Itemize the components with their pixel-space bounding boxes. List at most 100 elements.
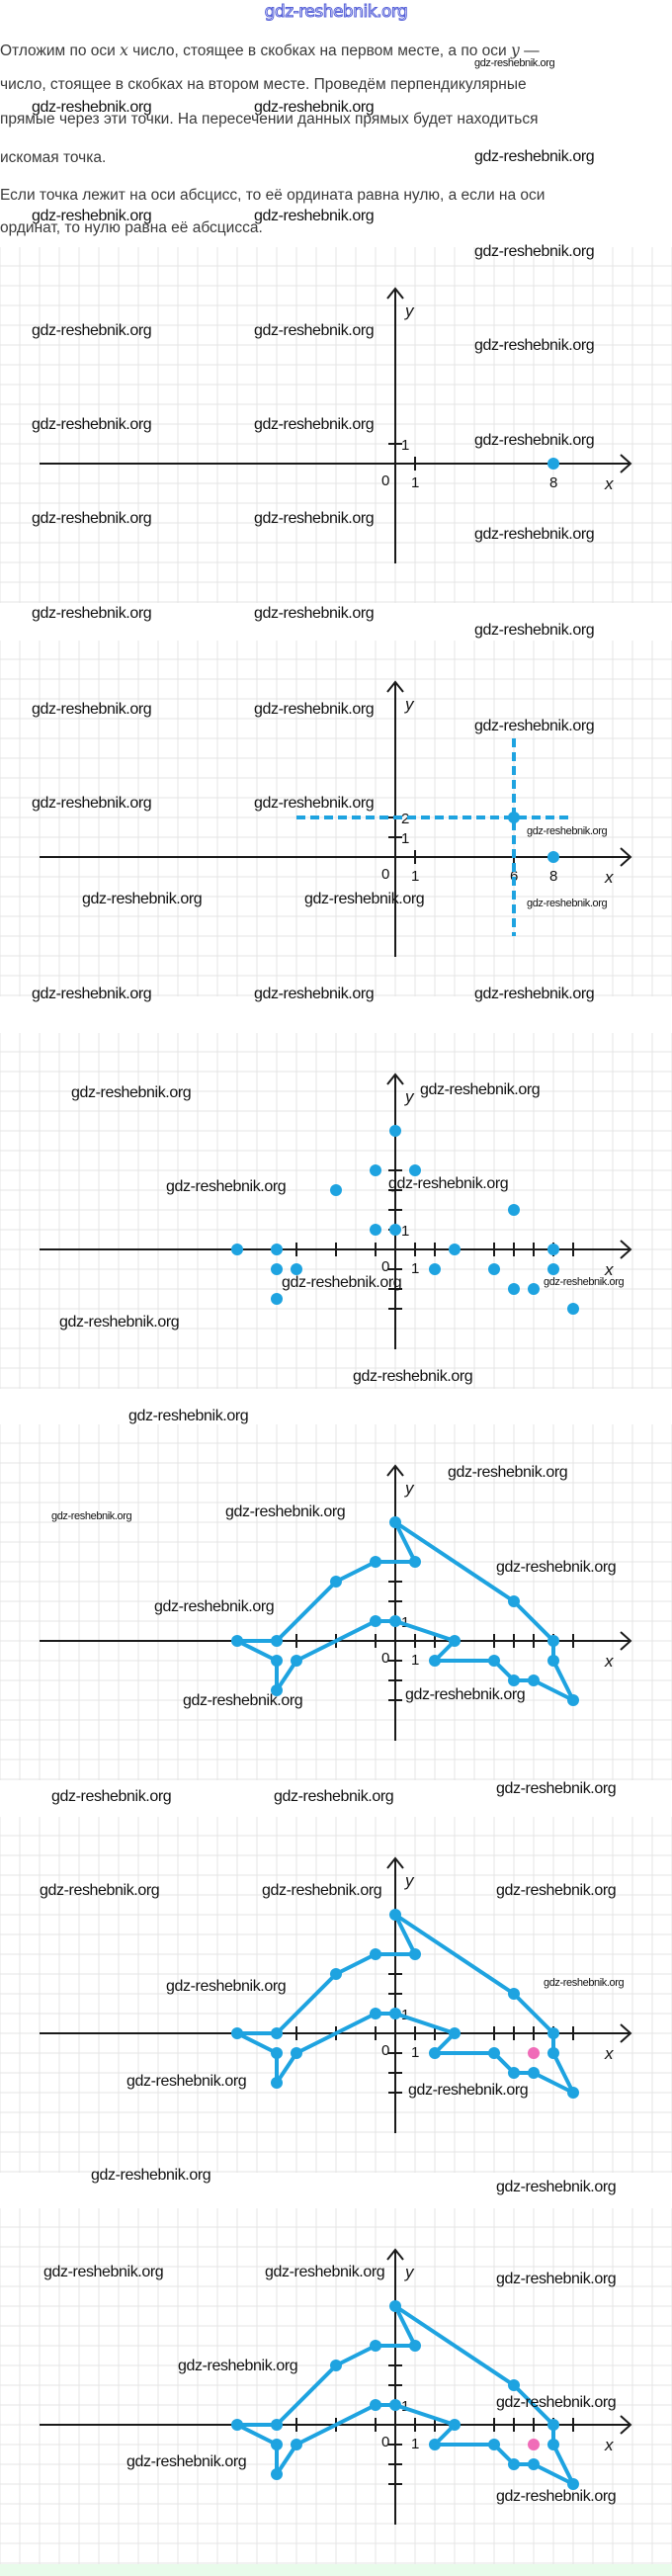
text: число, стоящее в скобках на первом месте… <box>127 43 512 59</box>
y-axis-label: y <box>404 2263 415 2281</box>
origin-label: 0 <box>381 2434 389 2450</box>
watermark: gdz-reshebnik.org <box>353 1368 473 1385</box>
data-point <box>389 2399 401 2411</box>
data-point <box>488 2439 500 2450</box>
data-point <box>370 2399 381 2411</box>
x-axis-label: x <box>604 868 614 887</box>
data-point <box>231 2419 243 2431</box>
data-point <box>528 1283 540 1295</box>
data-point <box>330 2360 342 2371</box>
watermark: gdz-reshebnik.org <box>178 2358 298 2374</box>
data-point <box>429 2439 441 2450</box>
data-point <box>231 2027 243 2039</box>
paragraph-line-6: ординат, то нулю равна её абсцисса. <box>0 219 263 236</box>
watermark: gdz-reshebnik.org <box>474 622 595 639</box>
y-axis-label: y <box>404 1479 415 1498</box>
data-point <box>547 2439 559 2450</box>
watermark: gdz-reshebnik.org <box>126 2453 247 2470</box>
data-point <box>370 2340 381 2352</box>
x-axis-arrow-icon <box>620 1240 632 1259</box>
axes <box>40 287 632 563</box>
data-point <box>291 2047 302 2059</box>
data-point <box>271 1655 283 1667</box>
watermark: gdz-reshebnik.org <box>32 795 152 812</box>
text: Отложим по оси <box>0 43 121 59</box>
y-axis-arrow-icon <box>386 1856 404 1869</box>
watermark: gdz-reshebnik.org <box>496 2179 617 2195</box>
watermark: gdz-reshebnik.org <box>527 825 608 837</box>
axes <box>40 1073 632 1349</box>
data-point <box>330 1576 342 1588</box>
watermark: gdz-reshebnik.org <box>32 510 152 527</box>
data-point <box>449 2419 461 2431</box>
data-point <box>271 2047 283 2059</box>
data-point <box>330 1184 342 1196</box>
watermark: gdz-reshebnik.org <box>408 2082 529 2099</box>
data-point <box>547 1244 559 1255</box>
x-axis-label: x <box>604 1652 614 1671</box>
watermark: gdz-reshebnik.org <box>154 1598 275 1615</box>
y-axis-arrow-icon <box>386 1073 404 1085</box>
data-point <box>429 1655 441 1667</box>
watermark: gdz-reshebnik.org <box>32 208 152 224</box>
paragraph-line-5: Если точка лежит на оси абсцисс, то её о… <box>0 187 546 204</box>
watermark: gdz-reshebnik.org <box>254 208 375 224</box>
origin-label: 0 <box>381 1650 389 1667</box>
y-axis-arrow-icon <box>386 1464 404 1477</box>
axes <box>40 2248 632 2525</box>
grid <box>0 2208 672 2564</box>
data-point <box>508 1283 520 1295</box>
data-point <box>231 1635 243 1647</box>
watermark: gdz-reshebnik.org <box>496 1780 617 1797</box>
y-tick-label: 1 <box>401 1223 409 1240</box>
data-point <box>547 1655 559 1667</box>
data-point <box>271 1684 283 1696</box>
watermark: gdz-reshebnik.org <box>496 2271 617 2287</box>
watermark: gdz-reshebnik.org <box>32 986 152 1002</box>
x-tick-label: 1 <box>411 474 419 491</box>
watermark: gdz-reshebnik.org <box>420 1081 541 1098</box>
site-header-logo[interactable]: gdz-reshebnik.org <box>264 2 408 23</box>
data-point <box>370 1164 381 1176</box>
watermark: gdz-reshebnik.org <box>254 605 375 622</box>
watermark: gdz-reshebnik.org <box>544 1276 625 1288</box>
data-point <box>271 2077 283 2089</box>
watermark: gdz-reshebnik.org <box>91 2167 211 2184</box>
data-point <box>508 1674 520 1686</box>
data-point <box>271 1263 283 1275</box>
watermark: gdz-reshebnik.org <box>527 898 608 909</box>
data-point <box>547 2027 559 2039</box>
data-point <box>370 1948 381 1960</box>
watermark: gdz-reshebnik.org <box>496 2394 617 2411</box>
x-tick-label: 1 <box>411 1260 419 1277</box>
highlight-point <box>528 2047 540 2059</box>
y-axis-arrow-icon <box>386 680 404 693</box>
watermark: gdz-reshebnik.org <box>32 701 152 718</box>
data-point <box>389 2008 401 2019</box>
x-tick-label: 1 <box>411 1652 419 1669</box>
math-y: y <box>511 42 520 59</box>
paragraph-line-1: Отложим по оси x число, стоящее в скобка… <box>0 42 540 60</box>
watermark: gdz-reshebnik.org <box>474 243 595 260</box>
data-point <box>547 2047 559 2059</box>
data-point <box>409 1556 421 1568</box>
paragraph-line-4: искомая точка. <box>0 149 107 166</box>
watermark: gdz-reshebnik.org <box>496 1882 617 1899</box>
grid <box>0 1424 672 1780</box>
data-point <box>370 1224 381 1236</box>
origin-label: 0 <box>381 472 389 489</box>
watermark: gdz-reshebnik.org <box>254 795 375 812</box>
watermark: gdz-reshebnik.org <box>32 605 152 622</box>
figure-outline <box>235 1913 575 2095</box>
data-point <box>547 1263 559 1275</box>
watermark: gdz-reshebnik.org <box>474 986 595 1002</box>
data-point <box>488 2047 500 2059</box>
x-axis-arrow-icon <box>620 2023 632 2043</box>
